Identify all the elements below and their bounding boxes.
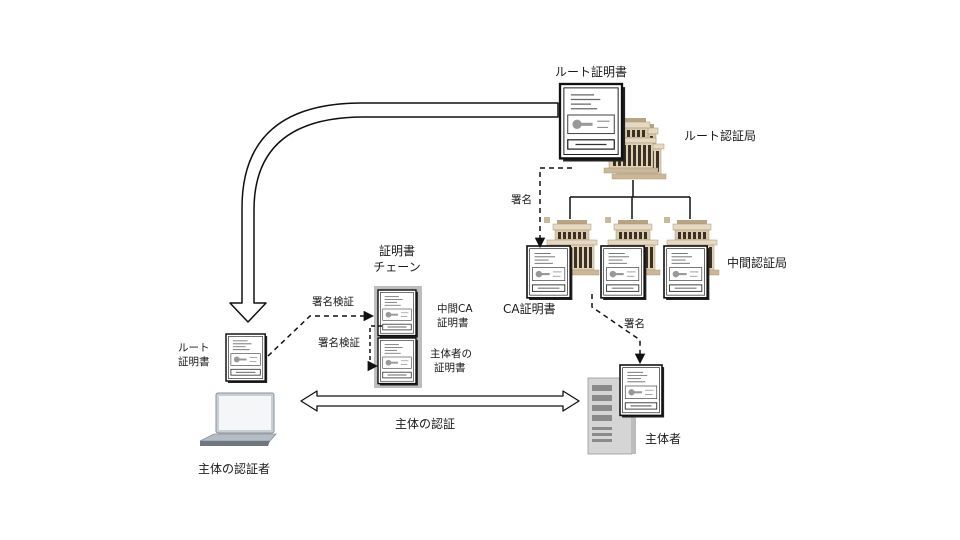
subject-auth-label: 主体の認証 <box>395 417 456 431</box>
verify-label-1: 署名検証 <box>312 296 354 308</box>
intermediate-ca-label: 中間認証局 <box>727 256 788 270</box>
sign-label-top: 署名 <box>511 194 532 206</box>
certificate-icon <box>377 289 419 339</box>
subject-cert-line2: 証明書 <box>434 362 466 374</box>
subject-auth-arrow <box>300 390 580 412</box>
intermediate-ca-cert-line2: 証明書 <box>437 317 469 329</box>
verify-arrow-1 <box>267 310 375 357</box>
verify-arrow-2 <box>367 325 382 372</box>
certificate-icon <box>600 245 648 301</box>
local-root-cert-line2: 証明書 <box>178 356 210 368</box>
intermediate-ca-cert-line1: 中間CA <box>437 303 473 315</box>
subject-label: 主体者 <box>645 432 682 446</box>
laptop-icon <box>199 392 277 446</box>
ca-hierarchy-connector <box>569 180 691 219</box>
root-cert-title: ルート証明書 <box>555 65 628 79</box>
certificate-icon <box>526 245 574 301</box>
verify-label-2: 署名検証 <box>318 337 360 349</box>
sign-arrow-top <box>534 167 572 249</box>
sign-arrow-bottom <box>591 294 646 365</box>
root-ca-label: ルート認証局 <box>684 129 757 143</box>
certificate-icon <box>377 337 419 387</box>
certificate-icon <box>663 245 711 301</box>
sign-label-bottom: 署名 <box>624 318 645 330</box>
chain-title-line1: 証明書 <box>378 244 415 258</box>
certificate-icon <box>619 364 665 419</box>
chain-title-line2: チェーン <box>373 260 421 274</box>
certificate-icon <box>225 333 268 384</box>
root-cert-distribution-arrow <box>229 102 559 323</box>
verifier-label: 主体の認証者 <box>198 462 271 476</box>
certificate-icon <box>558 82 627 163</box>
local-root-cert-line1: ルート <box>178 342 210 354</box>
subject-cert-line1: 主体者の <box>430 348 472 360</box>
ca-cert-label: CA証明書 <box>503 302 556 316</box>
